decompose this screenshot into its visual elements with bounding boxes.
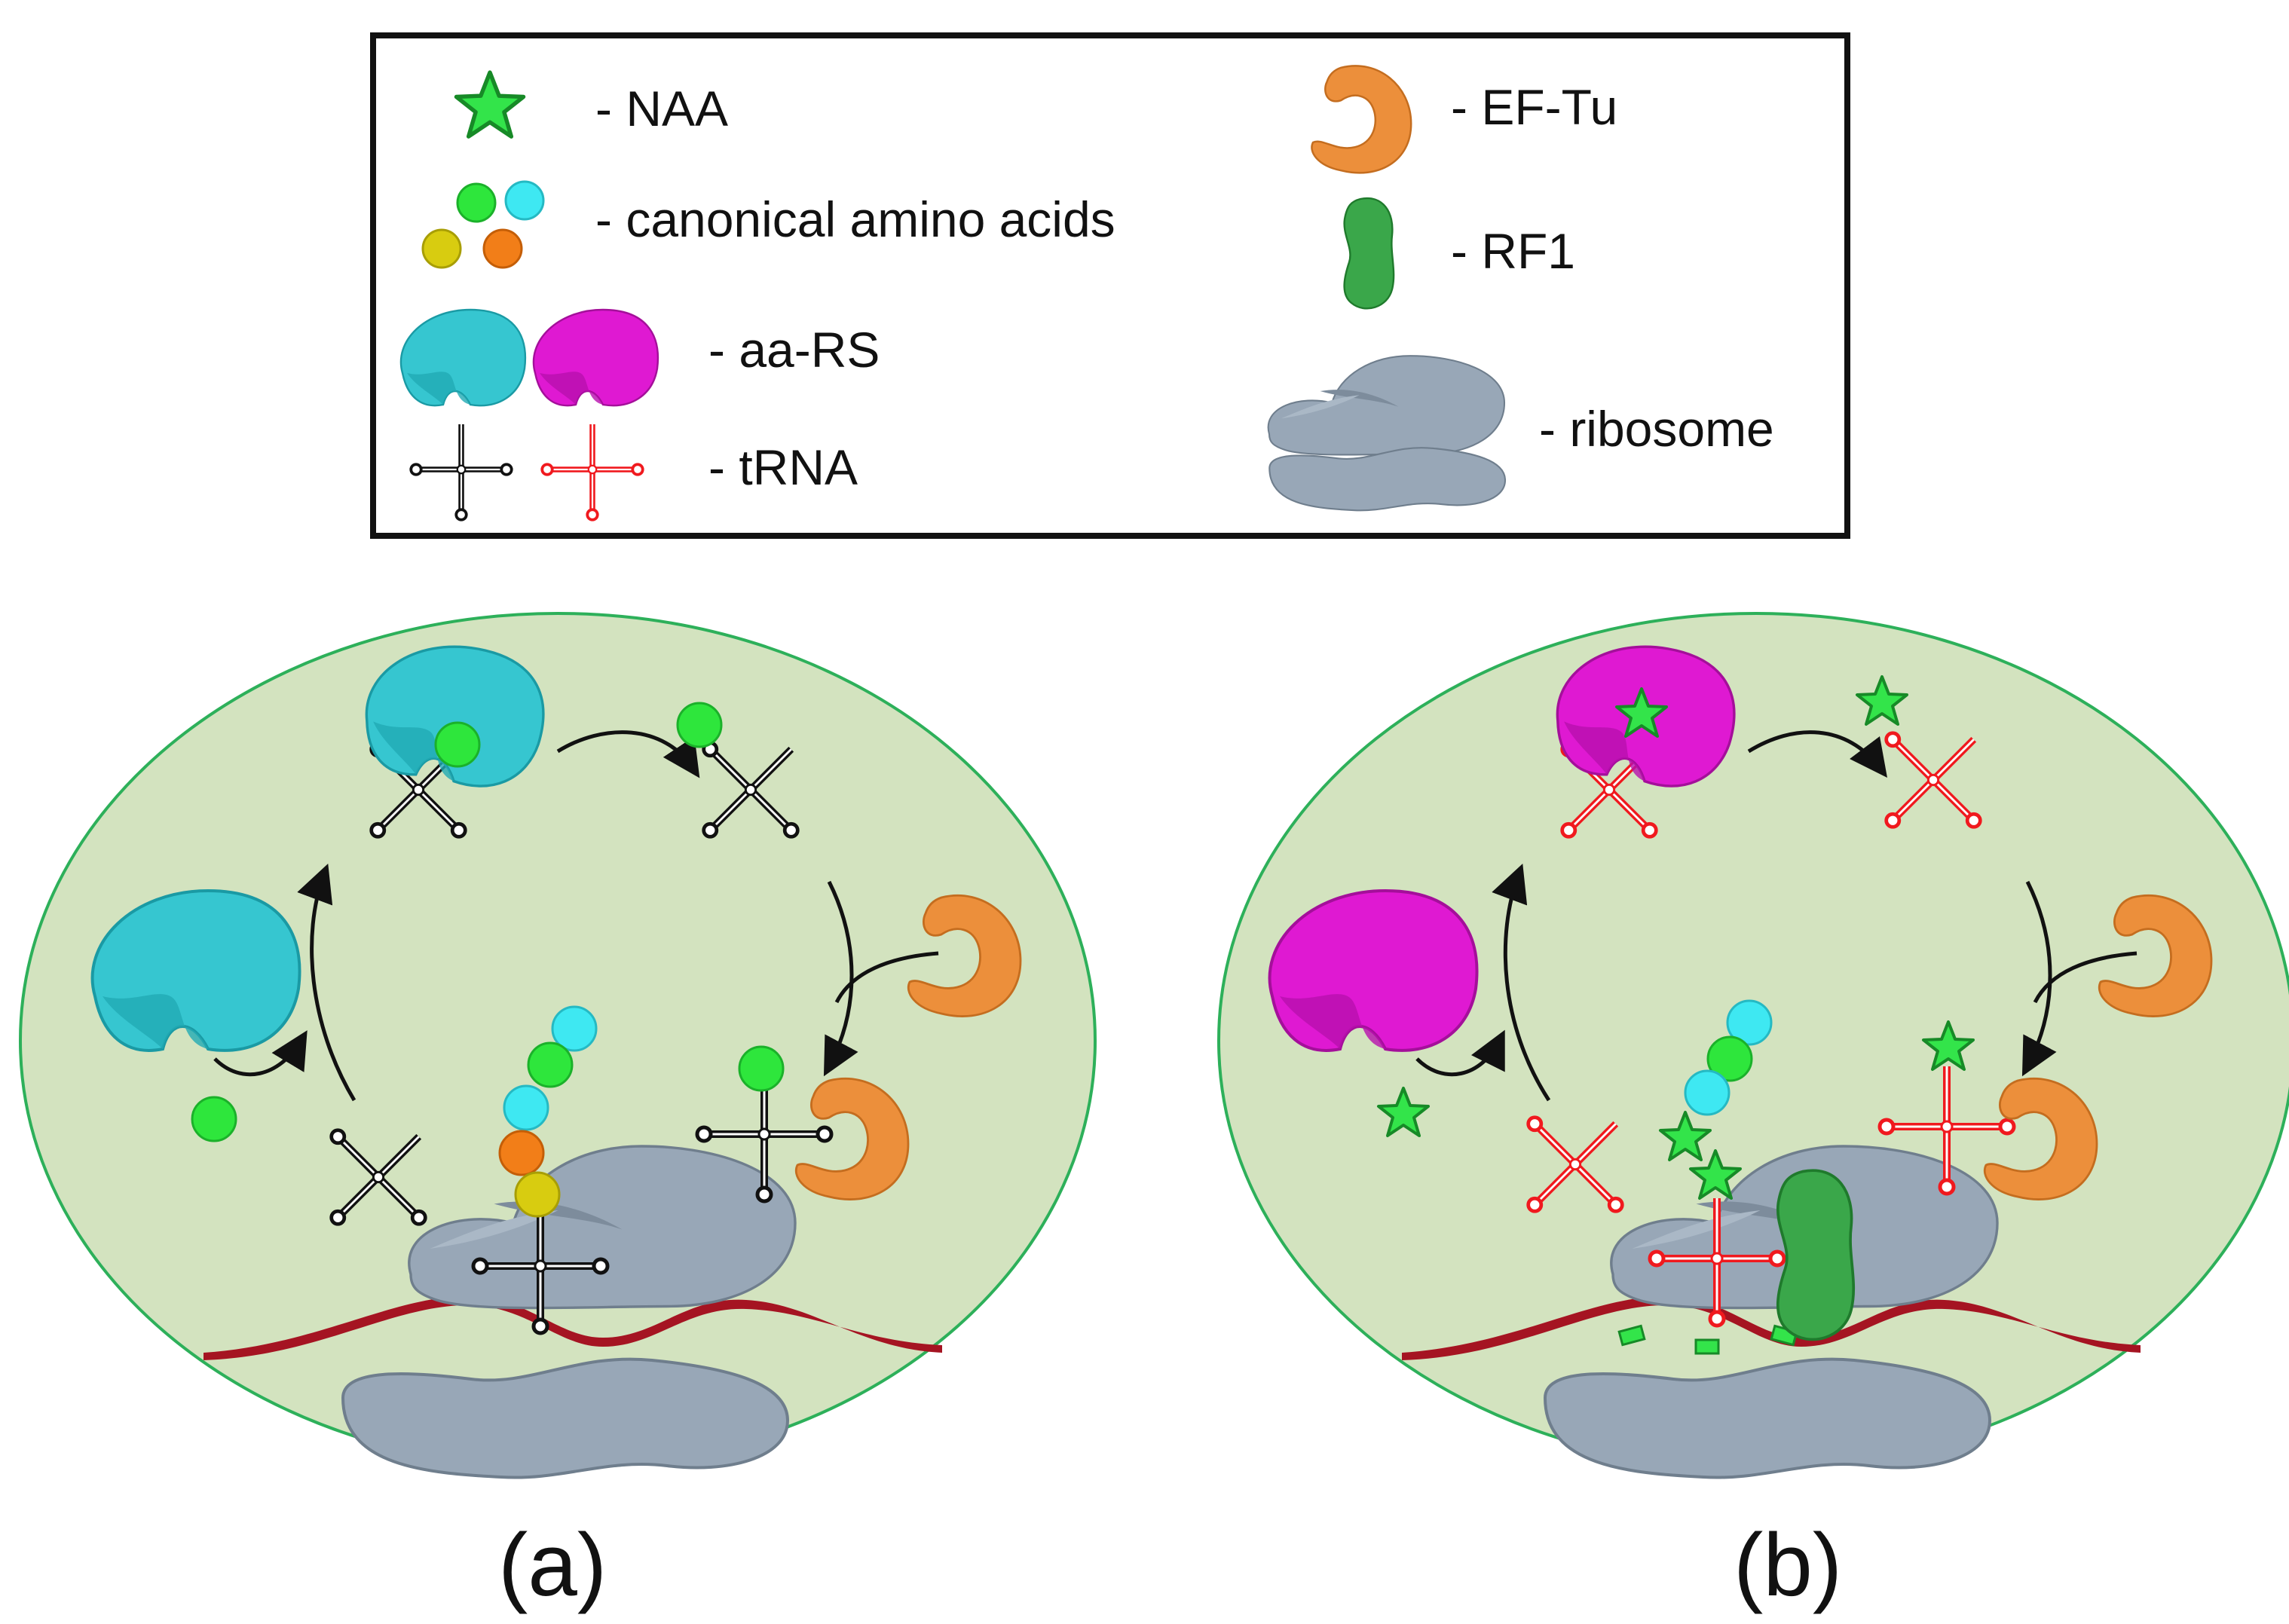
cycle-arrows-a [213, 730, 939, 1102]
aa-green-a-free [191, 1096, 237, 1142]
legend-label-aa-rs: - aa-RS [708, 322, 880, 378]
peptide-chain-b [1659, 999, 1773, 1200]
peptide-chain-a [498, 1005, 598, 1218]
legend-amino-acids-icon [421, 180, 545, 269]
panel-label-b: (b) [1734, 1515, 1842, 1615]
legend-label-ef-tu: - EF-Tu [1451, 79, 1617, 135]
rf1-b [1776, 1169, 1856, 1341]
legend-label-rf1: - RF1 [1451, 223, 1575, 279]
legend-rf1-icon [1343, 197, 1395, 310]
mrna-a [204, 1296, 942, 1360]
cycle-arrows-b [1415, 730, 2138, 1102]
aa-green-a-top [434, 721, 481, 768]
aa-green-a-charged [676, 702, 723, 748]
ribosome-small-a [341, 1357, 789, 1479]
legend-label-trna: - tRNA [708, 439, 858, 495]
legend-box [370, 32, 1850, 539]
mrna-b [1402, 1296, 2141, 1360]
legend-label-naa: - NAA [595, 81, 728, 136]
panel-b: (b) [1217, 612, 2289, 1615]
legend-label-amino-acids: - canonical amino acids [595, 191, 1115, 247]
legend-label-ribosome: - ribosome [1539, 401, 1774, 457]
ribosome-small-b [1544, 1357, 1991, 1479]
panel-a: (a) [19, 612, 1097, 1615]
legend: - NAA - canonical amino acids - aa-RS - … [370, 32, 1850, 539]
aa-green-a-eftu [738, 1045, 785, 1092]
panel-label-a: (a) [498, 1515, 607, 1615]
